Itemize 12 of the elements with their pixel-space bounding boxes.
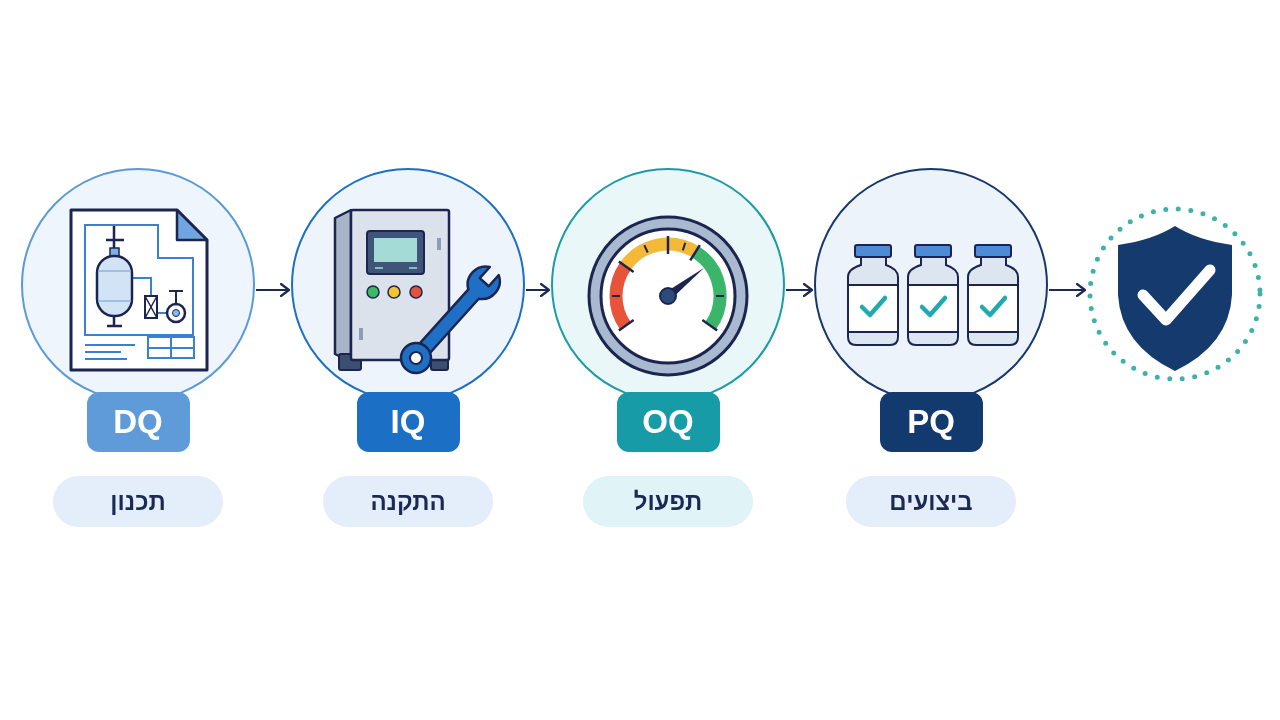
stage-name: תפעול (583, 476, 753, 527)
arrow (785, 282, 814, 298)
arrow (1048, 282, 1087, 298)
arrow (255, 282, 291, 298)
stage-code: OQ (616, 392, 720, 452)
stage-code: PQ (879, 392, 983, 452)
stage-code: DQ (86, 392, 190, 452)
stage-name: ביצועים (846, 476, 1016, 527)
arrow (525, 282, 551, 298)
stage-code: IQ (356, 392, 460, 452)
stage-name: התקנה (323, 476, 493, 527)
stage-name: תכנון (53, 476, 223, 527)
